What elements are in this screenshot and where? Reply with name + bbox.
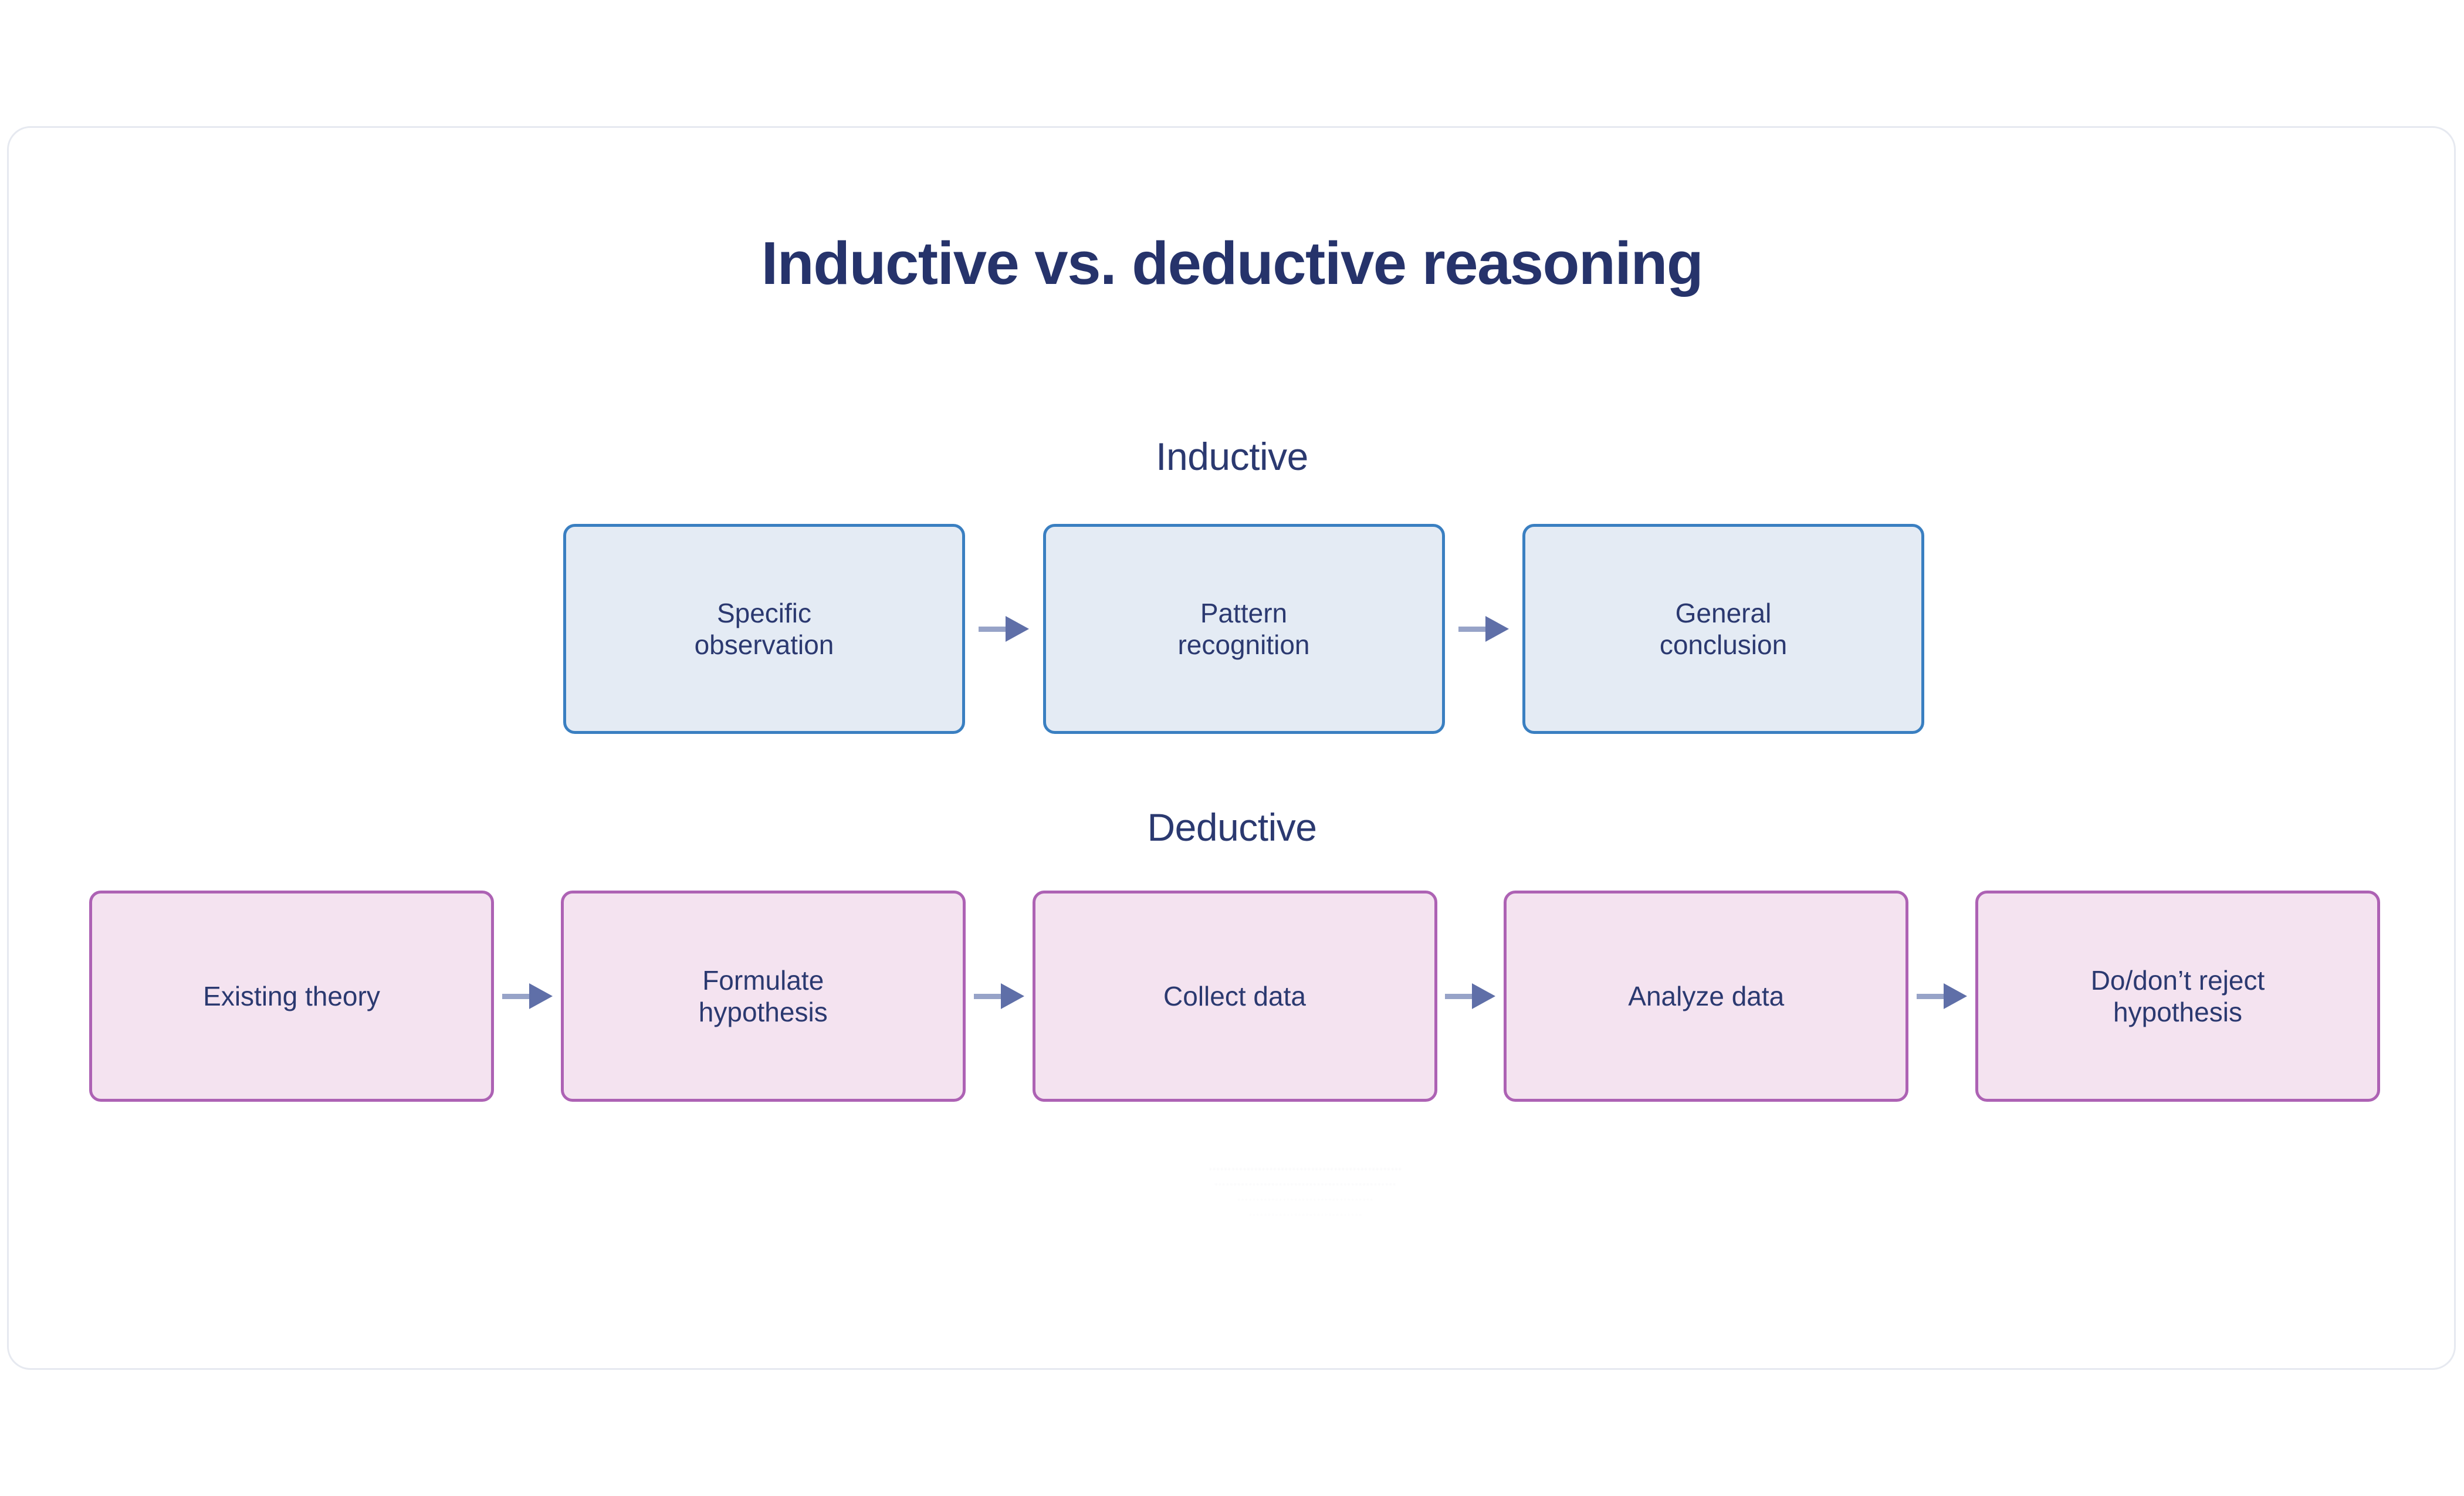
node-collect-data[interactable]: Collect data [1032, 891, 1437, 1102]
section-label-inductive: Inductive [1156, 435, 1308, 478]
section-label-deductive: Deductive [1147, 805, 1318, 849]
node-specific-observation[interactable]: Specific observation [563, 524, 965, 734]
inductive-flow-row: Specific observation Pattern recognition… [563, 524, 1924, 734]
node-existing-theory[interactable]: Existing theory [89, 891, 494, 1102]
diagram-card [7, 126, 2456, 1370]
arrow-right-icon [966, 981, 1033, 1011]
page-title: Inductive vs. deductive reasoning [761, 229, 1704, 297]
arrow-right-icon [1437, 981, 1504, 1011]
node-analyze-data[interactable]: Analyze data [1504, 891, 1909, 1102]
node-pattern-recognition[interactable]: Pattern recognition [1043, 524, 1445, 734]
arrow-right-icon [494, 981, 561, 1011]
arrow-right-icon [965, 614, 1043, 644]
node-general-conclusion[interactable]: General conclusion [1522, 524, 1924, 734]
arrow-right-icon [1445, 614, 1523, 644]
node-reject-hypothesis[interactable]: Do/don’t reject hypothesis [1975, 891, 2380, 1102]
node-formulate-hypothesis[interactable]: Formulate hypothesis [560, 891, 966, 1102]
deductive-flow-row: Existing theory Formulate hypothesis Col… [89, 891, 2380, 1102]
arrow-right-icon [1908, 981, 1975, 1011]
